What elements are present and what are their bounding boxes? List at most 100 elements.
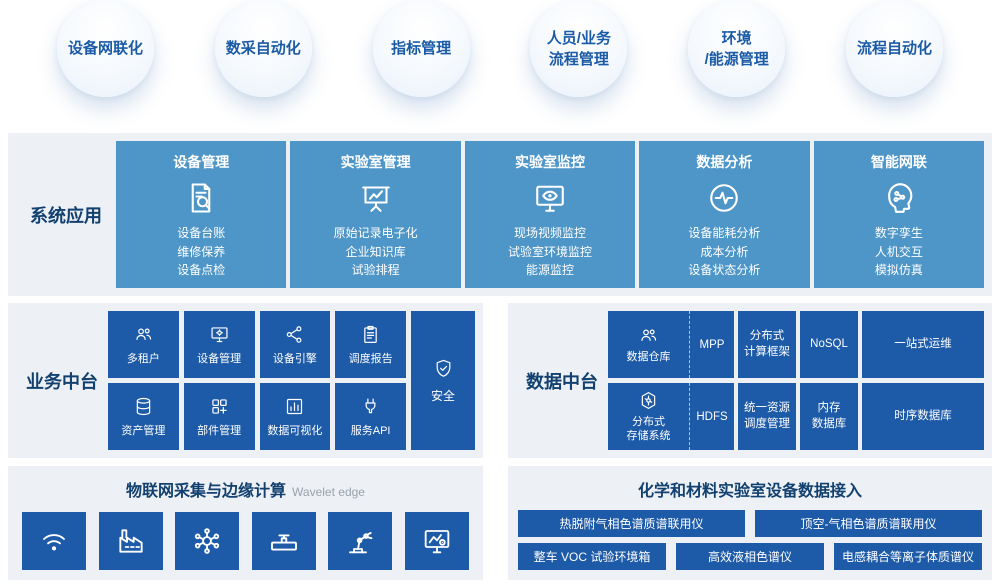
app-card-item: 设备台账 [177,226,226,240]
biz-tile-data-visualization: 数据可视化 [259,383,331,450]
lab-tile-voc-chamber: 整车 VOC 试验环境箱 [518,543,666,570]
combo-label: 分布式 存储系统 [626,415,671,442]
business-platform-label: 业务中台 [26,371,98,392]
biz-tile-equipment-management: 设备管理 [183,311,255,378]
data-tile-data-warehouse-mpp: 数据仓库 MPP [608,311,734,378]
lab-access-panel: 化学和材料实验室设备数据接入 热脱附气相色谱质谱联用仪 顶空-气相色谱质谱联用仪… [508,466,992,580]
pulse-circle-icon [706,180,742,216]
tile-label: 安全 [430,388,455,403]
app-card-data-analysis: 数据分析 设备能耗分析 成本分析 设备状态分析 [639,141,810,288]
share-nodes-icon [284,324,305,345]
tile-label: 设备管理 [197,352,242,365]
device-monitor-icon [209,324,230,345]
data-platform-label: 数据中台 [526,371,598,392]
robot-arm-icon [344,525,376,557]
top-capabilities-row: 设备网联化 数采自动化 指标管理 人员/业务 流程管理 环境 /能源管理 流程自… [0,0,1000,100]
data-tile-one-stop-ops: 一站式运维 [862,311,984,378]
users-icon [638,325,659,346]
bar-chart-icon [284,396,305,417]
system-applications-label: 系统应用 [30,205,102,226]
tile-label: 部件管理 [197,424,242,437]
lab-access-title: 化学和材料实验室设备数据接入 [637,483,862,500]
iot-tile-network [175,512,240,570]
app-card-items: 原始记录电子化 企业知识库 试验排程 [334,224,418,280]
data-row: 分布式 存储系统 HDFS 统一资源 调度管理 内存 数据库 时序数据库 [608,383,984,450]
iot-tile-factory [98,512,163,570]
iot-tile-pipeline-valve [251,512,316,570]
capability-label: 环境 /能源管理 [704,29,769,68]
combo-label: 数据仓库 [626,350,671,363]
app-card-item: 人机交互 [874,244,923,259]
app-card-items: 现场视频监控 试验室环境监控 能源监控 [508,224,592,280]
hexagon-node-icon [638,390,659,411]
presentation-chart-icon [358,180,394,216]
clipboard-icon [360,324,381,345]
system-applications-panel: 系统应用 设备管理 设备台账 维修保养 设备点检 实验室管理 原始记录电子化 企… [8,133,992,296]
data-row: 数据仓库 MPP 分布式 计算框架 NoSQL 一站式运维 [608,311,984,378]
app-card-item: 成本分析 [700,244,749,259]
app-card-item: 设备能耗分析 [688,226,761,240]
biz-tile-component-management: 部件管理 [183,383,255,450]
capability-circle-data-acquisition-automation: 数采自动化 [214,0,312,97]
combo-tag: MPP [699,338,725,351]
lab-tile-headspace-gcms: 顶空-气相色谱质谱联用仪 [755,510,982,537]
iot-edge-title-text: 物联网采集与边缘计算 [126,483,287,500]
tile-label: 数据可视化 [267,424,323,437]
app-card-item: 设备点检 [177,263,226,278]
biz-tile-asset-management: 资产管理 [108,383,179,450]
tile-label: 资产管理 [121,424,166,437]
capability-label: 数采自动化 [225,40,301,57]
tile-label: 调度报告 [348,352,393,365]
app-card-equipment-management: 设备管理 设备台账 维修保养 设备点检 [116,141,287,288]
lab-row: 热脱附气相色谱质谱联用仪 顶空-气相色谱质谱联用仪 [518,510,982,537]
biz-tile-service-api: 服务API [335,383,406,450]
app-card-item: 模拟仿真 [874,263,923,278]
wireless-sensor-icon [38,525,70,557]
app-card-item: 设备状态分析 [688,263,761,278]
data-tile-in-memory-database: 内存 数据库 [800,383,858,450]
app-card-item: 原始记录电子化 [333,226,418,240]
data-tile-distributed-computing-framework: 分布式 计算框架 [738,311,796,378]
data-tile-unified-resource-scheduling: 统一资源 调度管理 [738,383,796,450]
app-card-item: 试验室环境监控 [508,244,593,259]
pipeline-valve-icon [268,525,300,557]
shield-icon [433,358,454,379]
combo-tag: HDFS [696,410,728,423]
system-app-cards: 设备管理 设备台账 维修保养 设备点检 实验室管理 原始记录电子化 企业知识库 … [116,141,985,288]
data-tile-nosql: NoSQL [800,311,858,378]
app-card-item: 数字孪生 [874,226,923,240]
lab-row: 整车 VOC 试验环境箱 高效液相色谱仪 电感耦合等离子体质谱仪 [518,543,982,570]
tile-label: 多租户 [126,352,160,365]
capability-label: 指标管理 [391,40,452,57]
iot-tiles-row [8,512,483,570]
business-platform-panel: 业务中台 多租户 设备管理 设备引擎 调度报告 资产管理 [8,303,483,458]
database-icon [133,396,154,417]
iot-edge-subtitle: Wavelet edge [292,485,365,499]
iot-tile-robot-arm [328,512,393,570]
biz-tile-multi-tenant: 多租户 [108,311,179,378]
app-card-item: 现场视频监控 [514,226,587,240]
factory-icon [115,525,147,557]
data-tile-time-series-database: 时序数据库 [862,383,984,450]
capability-circle-process-automation: 流程自动化 [845,0,943,97]
data-tiles-grid: 数据仓库 MPP 分布式 计算框架 NoSQL 一站式运维 分布式 存储系统 H… [608,311,984,450]
app-card-title: 实验室管理 [340,154,411,170]
iot-tile-screen-chart [404,512,469,570]
capability-circle-environment-energy-management: 环境 /能源管理 [688,0,786,97]
app-card-intelligent-networking: 智能网联 数字孪生 人机交互 模拟仿真 [813,141,985,288]
app-card-items: 数字孪生 人机交互 模拟仿真 [875,224,923,280]
network-nodes-icon [191,525,223,557]
lab-tile-td-gcms: 热脱附气相色谱质谱联用仪 [518,510,745,537]
capability-label: 人员/业务 流程管理 [546,29,611,68]
combo-left: 分布式 存储系统 [608,383,690,450]
lab-tiles: 热脱附气相色谱质谱联用仪 顶空-气相色谱质谱联用仪 整车 VOC 试验环境箱 高… [518,510,982,570]
lab-tile-hplc: 高效液相色谱仪 [676,543,824,570]
tile-label: 设备引擎 [272,352,317,365]
capability-circle-equipment-networking: 设备网联化 [57,0,154,97]
business-tiles-grid: 多租户 设备管理 设备引擎 调度报告 资产管理 部件管理 [108,311,406,450]
document-search-icon [183,180,219,216]
app-card-items: 设备台账 维修保养 设备点检 [177,224,225,280]
monitor-eye-icon [532,180,568,216]
plug-icon [360,396,381,417]
app-card-item: 试验排程 [351,263,400,278]
